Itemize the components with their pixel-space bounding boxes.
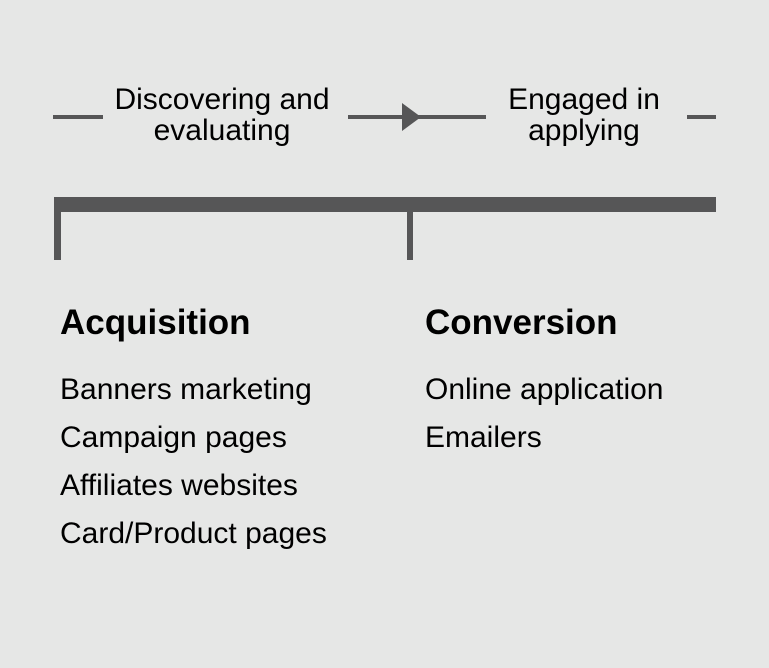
column-heading-conversion: Conversion bbox=[425, 303, 618, 342]
list-item: Banners marketing bbox=[60, 373, 312, 406]
acquisition-item-list: Banners marketing Campaign pages Affilia… bbox=[60, 374, 327, 549]
conversion-item-list: Online application Emailers bbox=[425, 374, 664, 453]
column-heading-acquisition: Acquisition bbox=[60, 303, 251, 342]
list-item: Card/Product pages bbox=[60, 517, 327, 550]
phase-label-engaged-applying: Engaged in applying bbox=[508, 83, 660, 147]
timeline-tick-middle bbox=[407, 197, 413, 260]
phase-label-discovering-evaluating: Discovering and evaluating bbox=[114, 83, 330, 147]
list-item: Affiliates websites bbox=[60, 469, 298, 502]
list-item: Emailers bbox=[425, 421, 542, 454]
right-edge-dash-icon bbox=[687, 115, 716, 119]
left-edge-dash-icon bbox=[53, 115, 103, 119]
list-item: Campaign pages bbox=[60, 421, 287, 454]
timeline-tick-left bbox=[54, 197, 61, 260]
list-item: Online application bbox=[425, 373, 664, 406]
timeline-bar bbox=[54, 197, 716, 212]
right-arrow-head-icon bbox=[402, 103, 421, 131]
